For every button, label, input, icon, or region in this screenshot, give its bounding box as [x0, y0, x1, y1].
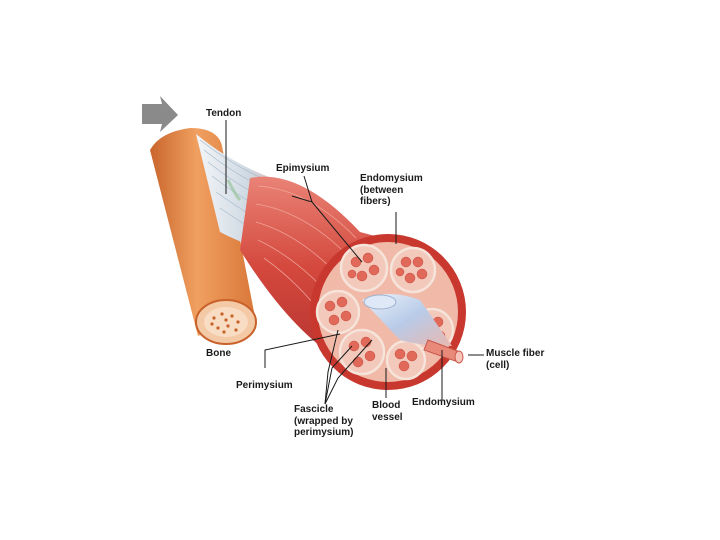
label-epimysium: Epimysium — [276, 163, 329, 175]
label-fascicle: Fascicle (wrapped by perimysium) — [294, 404, 353, 439]
label-muscle-fiber: Muscle fiber (cell) — [486, 348, 544, 371]
label-endomysium-between-fibers: Endomysium (between fibers) — [360, 173, 423, 208]
label-perimysium: Perimysium — [236, 380, 293, 392]
pointer-arrow-icon — [142, 96, 178, 132]
label-bone: Bone — [206, 348, 231, 360]
label-blood-vessel: Blood vessel — [372, 400, 403, 423]
label-tendon: Tendon — [206, 108, 241, 120]
label-endomysium: Endomysium — [412, 397, 475, 409]
